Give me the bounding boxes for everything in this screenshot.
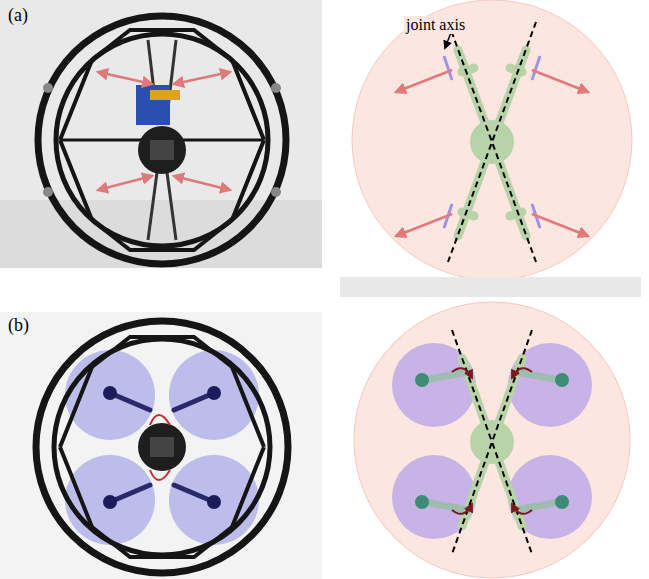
panel-label: (a) xyxy=(8,6,28,26)
panel-label: (b) xyxy=(8,316,29,336)
divider-bar xyxy=(340,277,641,297)
annotation-label: joint axis xyxy=(404,16,467,34)
schematic-a xyxy=(352,0,632,280)
photo-a xyxy=(0,0,322,268)
photo-b xyxy=(0,312,322,579)
schematic-b xyxy=(354,302,630,578)
